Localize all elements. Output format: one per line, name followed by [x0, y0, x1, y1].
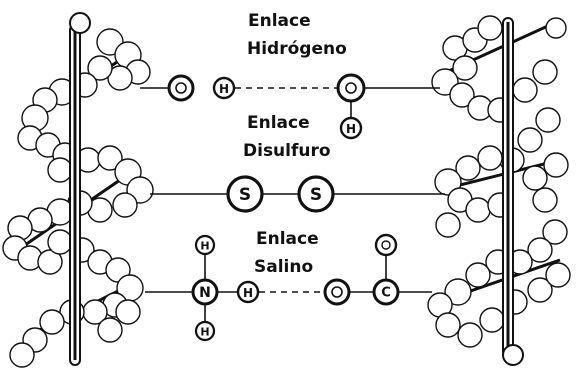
label-salt-bond-line1: Enlace [256, 229, 319, 249]
salt-bond-row [145, 233, 432, 342]
sulfur-atom-2: S [310, 185, 322, 205]
hydrogen-atom-5: H [243, 286, 253, 300]
hydrogen-bond-row [140, 73, 440, 140]
label-salt-bond-line2: Salino [254, 257, 313, 277]
left-rod [69, 12, 91, 366]
hydrogen-atom-2: H [346, 122, 356, 136]
hydrogen-atom-1: H [219, 82, 229, 96]
right-rod [502, 17, 524, 366]
hydrogen-atom-4: H [200, 326, 209, 339]
hydrogen-atom-3: H [200, 240, 209, 253]
disulfide-bond-row [150, 175, 445, 213]
right-helix-chain [427, 15, 571, 348]
sulfur-atom-1: S [239, 185, 251, 205]
nitrogen-atom: N [199, 285, 211, 301]
label-disulfide-bond-line1: Enlace [247, 113, 310, 133]
label-disulfide-bond-line2: Disulfuro [243, 141, 331, 161]
carbon-atom: C [381, 286, 391, 301]
label-hydrogen-bond-line1: Enlace [248, 11, 311, 31]
label-hydrogen-bond-line2: Hidrógeno [247, 39, 347, 59]
